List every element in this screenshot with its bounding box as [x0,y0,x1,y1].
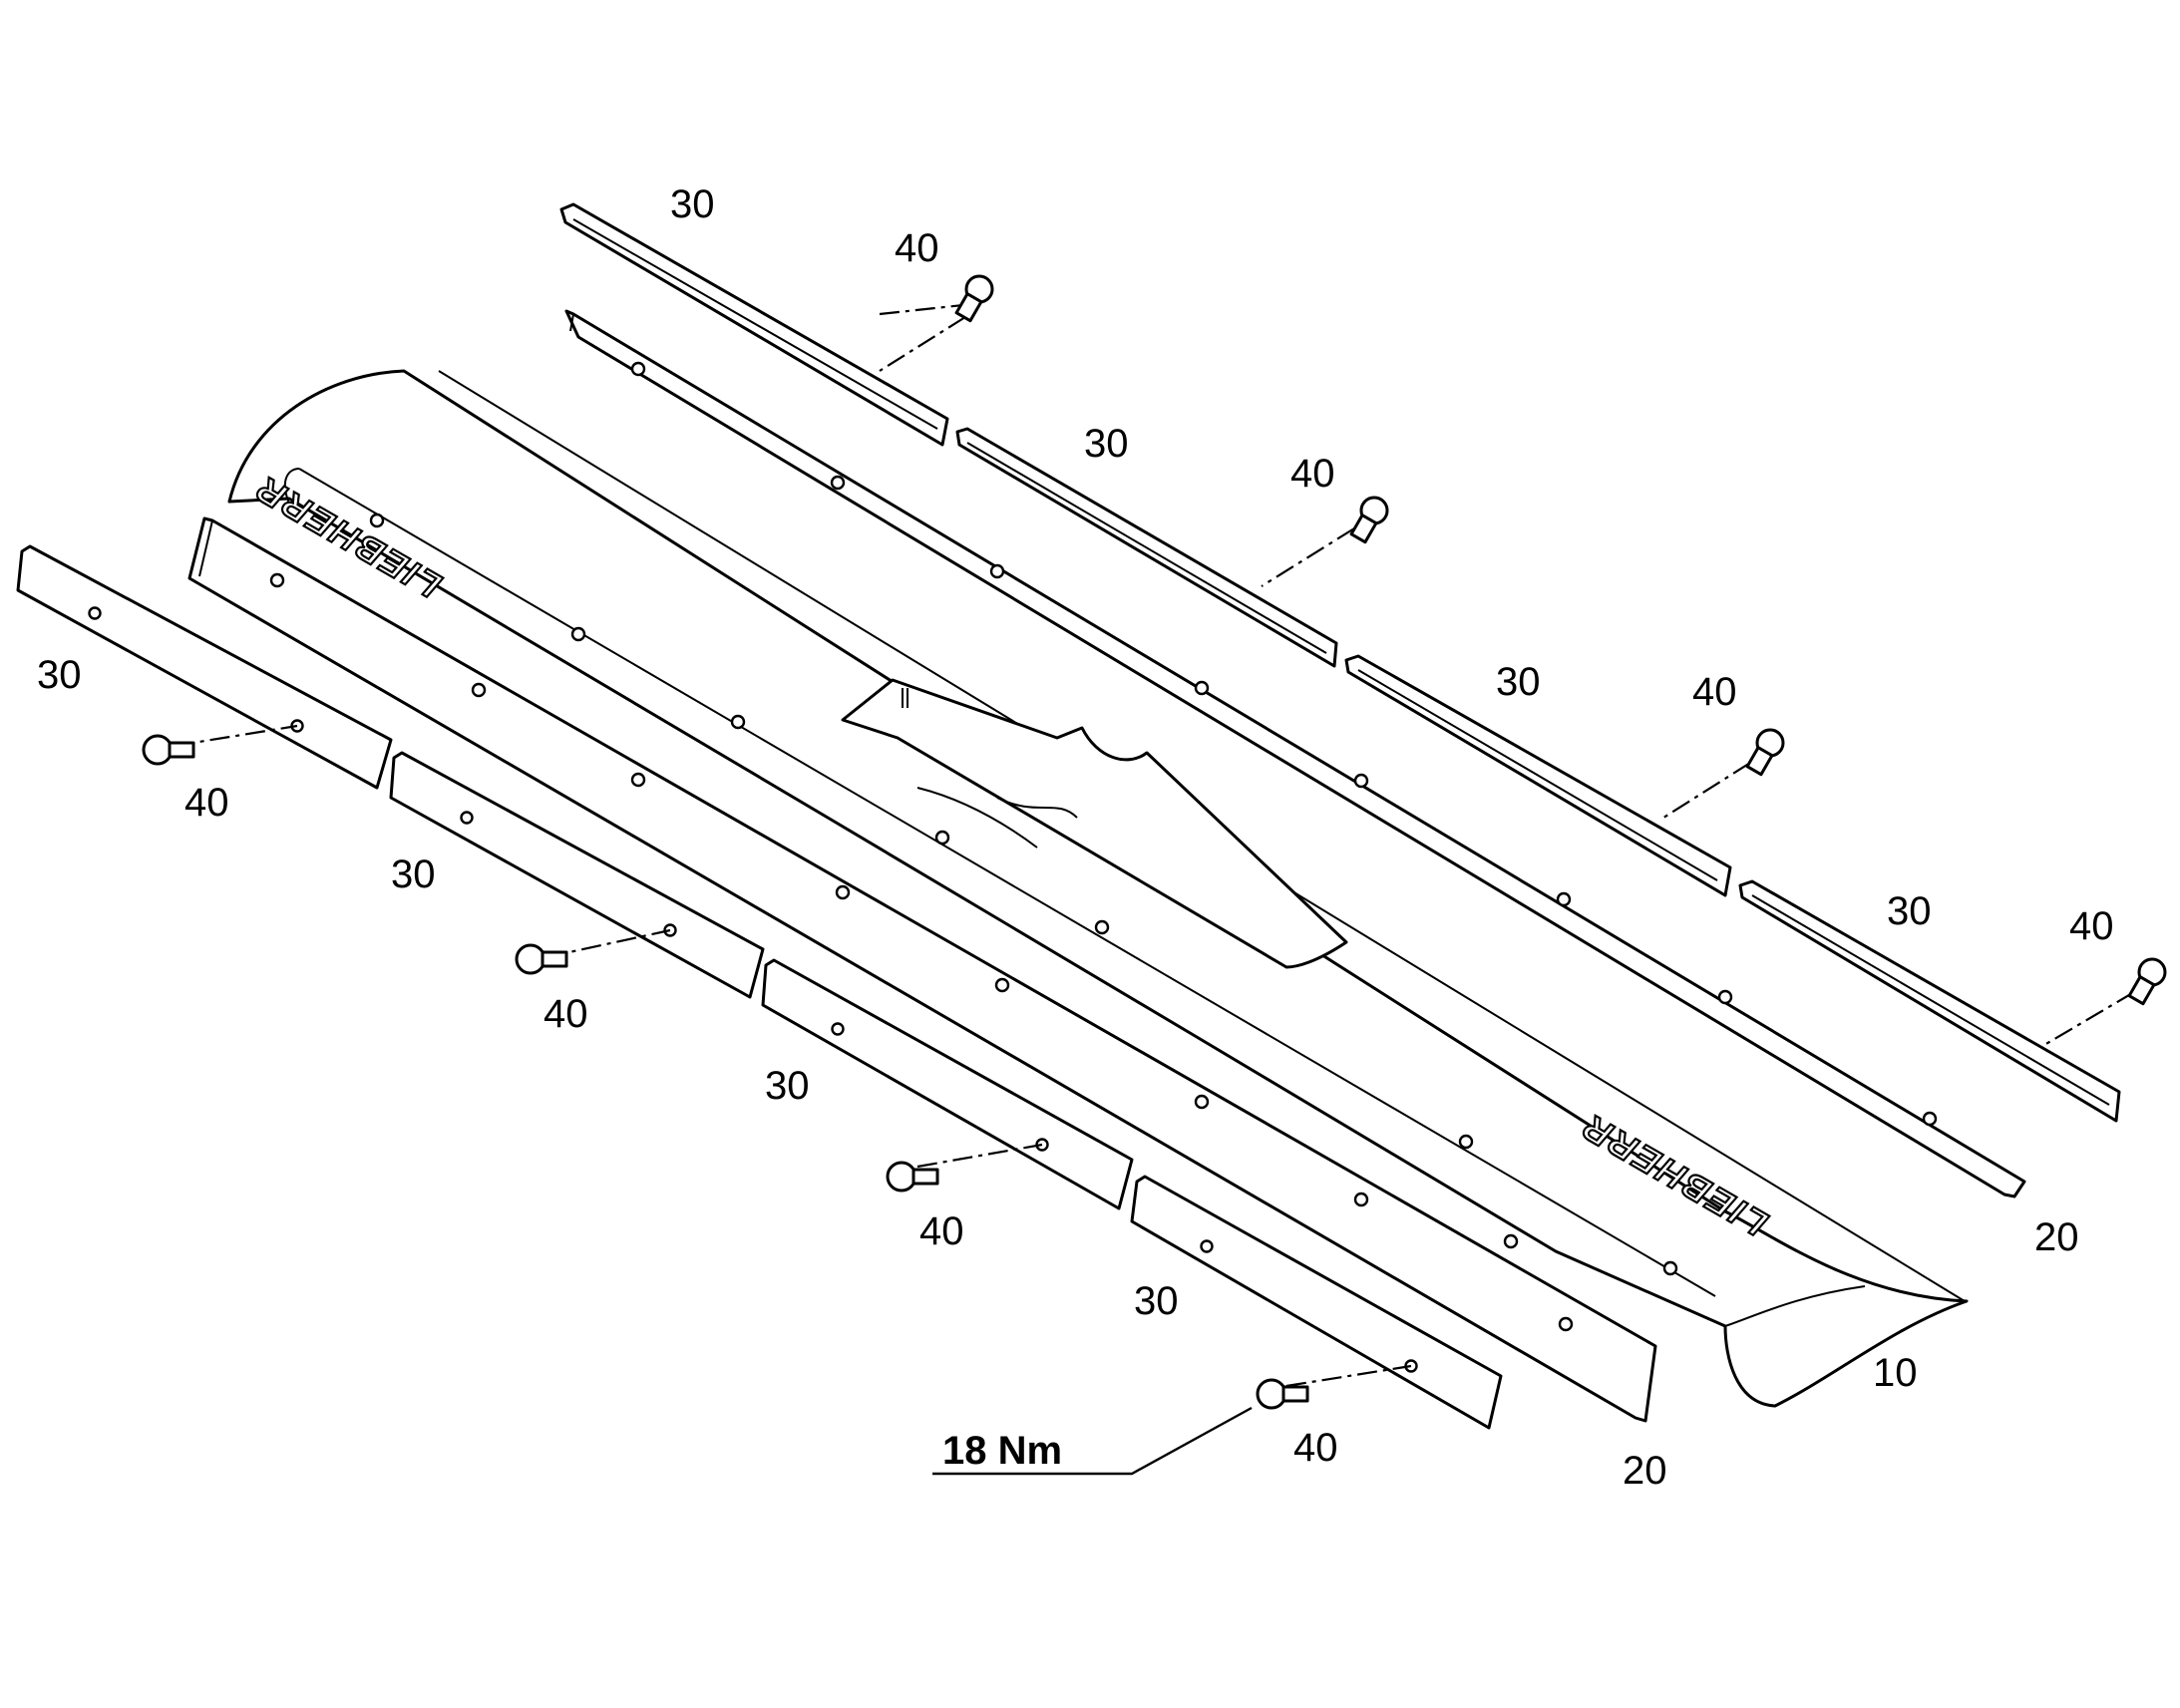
label-40: 40 [895,226,939,270]
screw-icon [954,274,994,323]
label-30: 30 [765,1064,810,1108]
label-40: 40 [184,781,229,825]
label-40: 40 [544,992,588,1036]
torque-label: 18 Nm [942,1429,1062,1473]
screw-icon [886,1161,939,1193]
screw-icon [2127,957,2167,1006]
label-10: 10 [1873,1351,1918,1395]
screw-icon [1256,1378,1309,1410]
screw-icon [1745,728,1785,777]
label-40: 40 [2069,904,2114,948]
label-30: 30 [670,182,715,226]
label-40: 40 [1293,1426,1338,1470]
label-20: 20 [2034,1215,2079,1259]
label-30: 30 [37,653,82,697]
side-strip-part-20-lower [187,516,1657,1423]
label-20: 20 [1623,1449,1667,1493]
label-40: 40 [919,1209,964,1253]
trim-strips-lower [16,544,1503,1430]
screw-icons [142,274,2167,1410]
screws-40 [174,302,2135,1388]
screw-icon [142,734,195,766]
label-30: 30 [1496,660,1541,704]
label-30: 30 [1134,1279,1179,1323]
label-30: 30 [391,853,436,896]
screw-icon [515,943,568,975]
label-30: 30 [1887,889,1932,933]
screw-icon [1349,496,1389,544]
label-40: 40 [1290,452,1335,496]
label-30: 30 [1084,422,1129,466]
label-40: 40 [1692,670,1737,714]
side-strip-part-20-upper [564,309,2026,1198]
part-labels: 30 40 30 40 30 40 30 40 30 40 30 40 30 4… [37,182,2114,1493]
torque-callout: 18 Nm [932,1406,1253,1476]
trim-strips-upper [559,202,2121,1123]
